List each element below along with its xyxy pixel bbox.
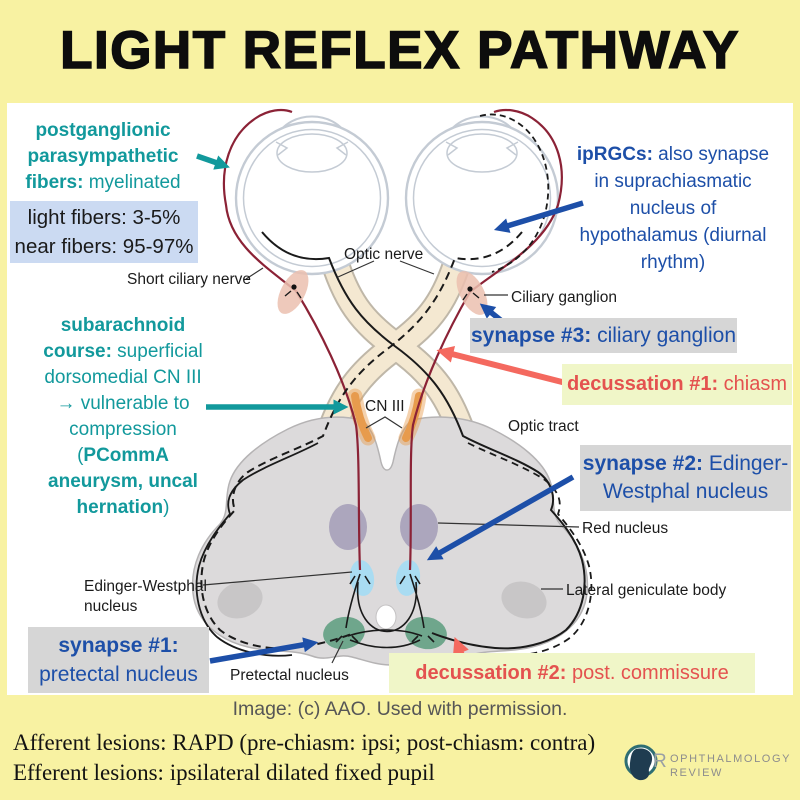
aqueduct: [375, 604, 397, 630]
logo-letter-r: R: [653, 751, 667, 772]
lateral-geniculate-left: [217, 581, 263, 619]
label-lateral-geniculate: Lateral geniculate body: [566, 582, 727, 599]
label-short-ciliary-nerve: Short ciliary nerve: [127, 271, 252, 288]
pointer-lines: [202, 260, 580, 664]
ciliary-ganglion-right: [456, 271, 488, 315]
label-cn3: CN III: [365, 398, 405, 415]
red-nucleus-right: [400, 504, 438, 550]
label-ciliary-ganglion: Ciliary ganglion: [511, 289, 617, 306]
afferent-fibers: [195, 113, 593, 657]
parasympathetic-fibers: [222, 108, 563, 571]
page-title: LIGHT REFLEX PATHWAY: [59, 20, 740, 81]
label-red-nucleus: Red nucleus: [582, 520, 669, 537]
decussation1-box: decussation #1: chiasm: [562, 364, 792, 405]
red-nucleus-left: [329, 504, 367, 550]
synapse3-box: synapse #3: ciliary ganglion: [470, 318, 737, 353]
annotation-subarachnoid: subarachnoid course: superficial dorsome…: [43, 315, 203, 518]
afferent-left-eye-solid: [261, 231, 586, 650]
label-edinger-westphal: Edinger-Westphal nucleus: [84, 578, 207, 615]
ciliary-ganglion-left: [277, 270, 309, 314]
ophthalmology-review-logo-mark: [624, 744, 658, 781]
midbrain-section: [191, 388, 589, 666]
red-arrow-decussation1: [436, 346, 567, 386]
fiber-percentages-box: light fibers: 3-5% near fibers: 95-97%: [10, 201, 198, 263]
tract-right-dashed: [467, 442, 593, 657]
label-pretectal-nucleus: Pretectal nucleus: [230, 667, 349, 684]
teal-arrow-postganglionic: [196, 153, 230, 170]
lateral-geniculate-right: [501, 581, 547, 619]
iprgc-dashed-right-eye: [479, 113, 550, 273]
annotation-arrows: [196, 153, 584, 670]
logo-name-line2: REVIEW: [670, 767, 723, 779]
logo-name-line1: OPHTHALMOLOGY: [670, 753, 792, 765]
eye-left: [234, 115, 390, 276]
afferent-right-eye-dashed: [200, 231, 523, 650]
efferent-lesions-text: Efferent lesions: ipsilateral dilated fi…: [13, 760, 435, 785]
blue-arrow-iprgc: [493, 200, 584, 233]
internal-wiring: [335, 573, 435, 649]
decussation2-box: decussation #2: post. commissure: [389, 653, 755, 693]
synapse1-box: synapse #1: pretectal nucleus: [28, 627, 209, 693]
ciliary-ganglia: [277, 270, 488, 315]
label-optic-tract: Optic tract: [508, 418, 579, 435]
pretectal-right: [405, 616, 447, 650]
annotation-iprgc: ipRGCs: also synapse in suprachiasmatic …: [576, 144, 770, 273]
image-credit: Image: (c) AAO. Used with permission.: [232, 698, 568, 720]
blue-arrow-synapse2: [426, 474, 575, 561]
tract-left-solid: [195, 442, 319, 657]
afferent-lesions-text: Afferent lesions: RAPD (pre-chiasm: ipsi…: [13, 730, 596, 755]
annotation-postganglionic: postganglionic parasympathetic fibers: m…: [25, 120, 181, 193]
eye-right: [404, 115, 560, 276]
logo-bean: [629, 748, 653, 781]
synapse2-box: synapse #2: Edinger-Westphal nucleus: [580, 445, 791, 511]
blue-arrow-synapse1: [209, 637, 319, 664]
label-optic-nerve: Optic nerve: [344, 246, 424, 263]
